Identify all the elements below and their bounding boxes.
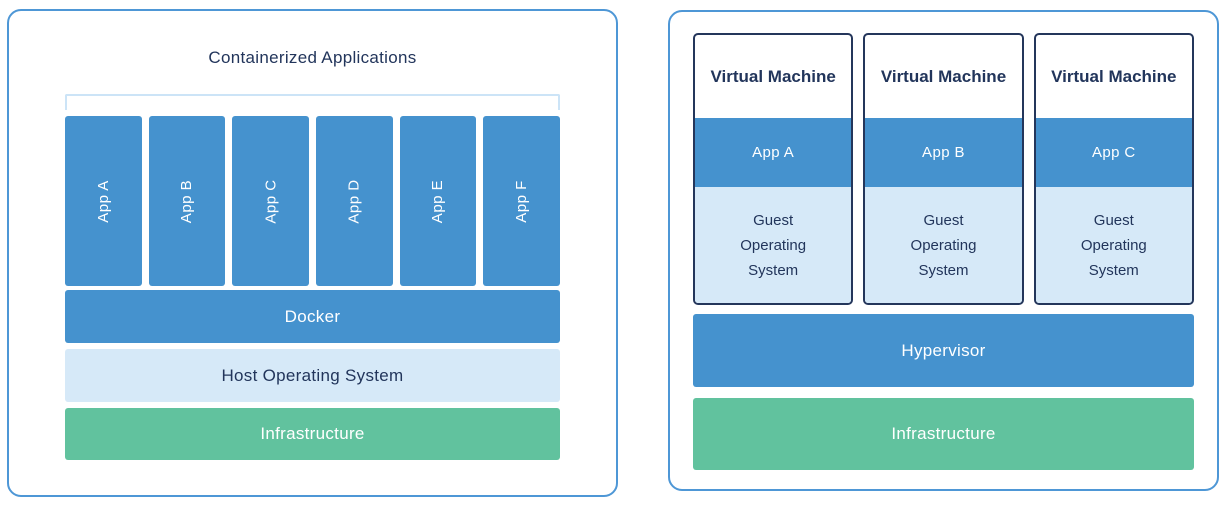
container-app-label: App F (513, 179, 531, 223)
vm-app-b: App B (865, 118, 1022, 187)
vm-guest-os-label: Guest Operating System (1080, 211, 1147, 279)
vm-app-c: App C (1035, 118, 1192, 187)
vm-guest-os: Guest Operating System (865, 187, 1022, 303)
containers-panel-title: Containerized Applications (208, 48, 417, 67)
vm-title: Virtual Machine (1051, 66, 1177, 86)
vm-panel: Virtual Machine App A Guest Operating Sy… (668, 10, 1219, 491)
container-app-label: App C (262, 178, 280, 224)
host-os-layer: Host Operating System (65, 349, 560, 402)
infrastructure-layer: Infrastructure (693, 398, 1194, 470)
vm-cards-row: Virtual Machine App A Guest Operating Sy… (693, 33, 1194, 305)
vm-app-a: App A (695, 118, 852, 187)
container-app-f: App F (483, 116, 561, 286)
vm-guest-os: Guest Operating System (695, 187, 852, 303)
containers-panel: Containerized Applications App A App B A… (7, 9, 618, 497)
container-app-b: App B (148, 116, 226, 286)
vm-title: Virtual Machine (710, 66, 836, 86)
hypervisor-layer: Hypervisor (693, 314, 1194, 387)
container-app-label: App A (94, 179, 112, 223)
container-app-a: App A (65, 116, 142, 286)
vm-card-3: Virtual Machine App C Guest Operating Sy… (1033, 33, 1194, 305)
vm-card-1: Virtual Machine App A Guest Operating Sy… (693, 33, 854, 305)
container-app-label: App B (178, 179, 196, 223)
infrastructure-layer: Infrastructure (65, 408, 560, 460)
container-app-e: App E (399, 116, 477, 286)
vm-guest-os-label: Guest Operating System (740, 211, 807, 279)
container-apps-row: App A App B App C App D App E App F (65, 116, 561, 286)
vm-guest-os: Guest Operating System (1035, 187, 1192, 303)
vm-title: Virtual Machine (880, 66, 1007, 86)
container-group-bracket (65, 94, 560, 110)
docker-layer: Docker (65, 290, 560, 343)
container-app-c: App C (232, 116, 310, 286)
container-app-label: App D (345, 178, 363, 224)
vm-card-2: Virtual Machine App B Guest Operating Sy… (863, 33, 1024, 305)
container-app-d: App D (316, 116, 393, 286)
vm-guest-os-label: Guest Operating System (910, 211, 977, 279)
container-app-label: App E (429, 179, 447, 223)
